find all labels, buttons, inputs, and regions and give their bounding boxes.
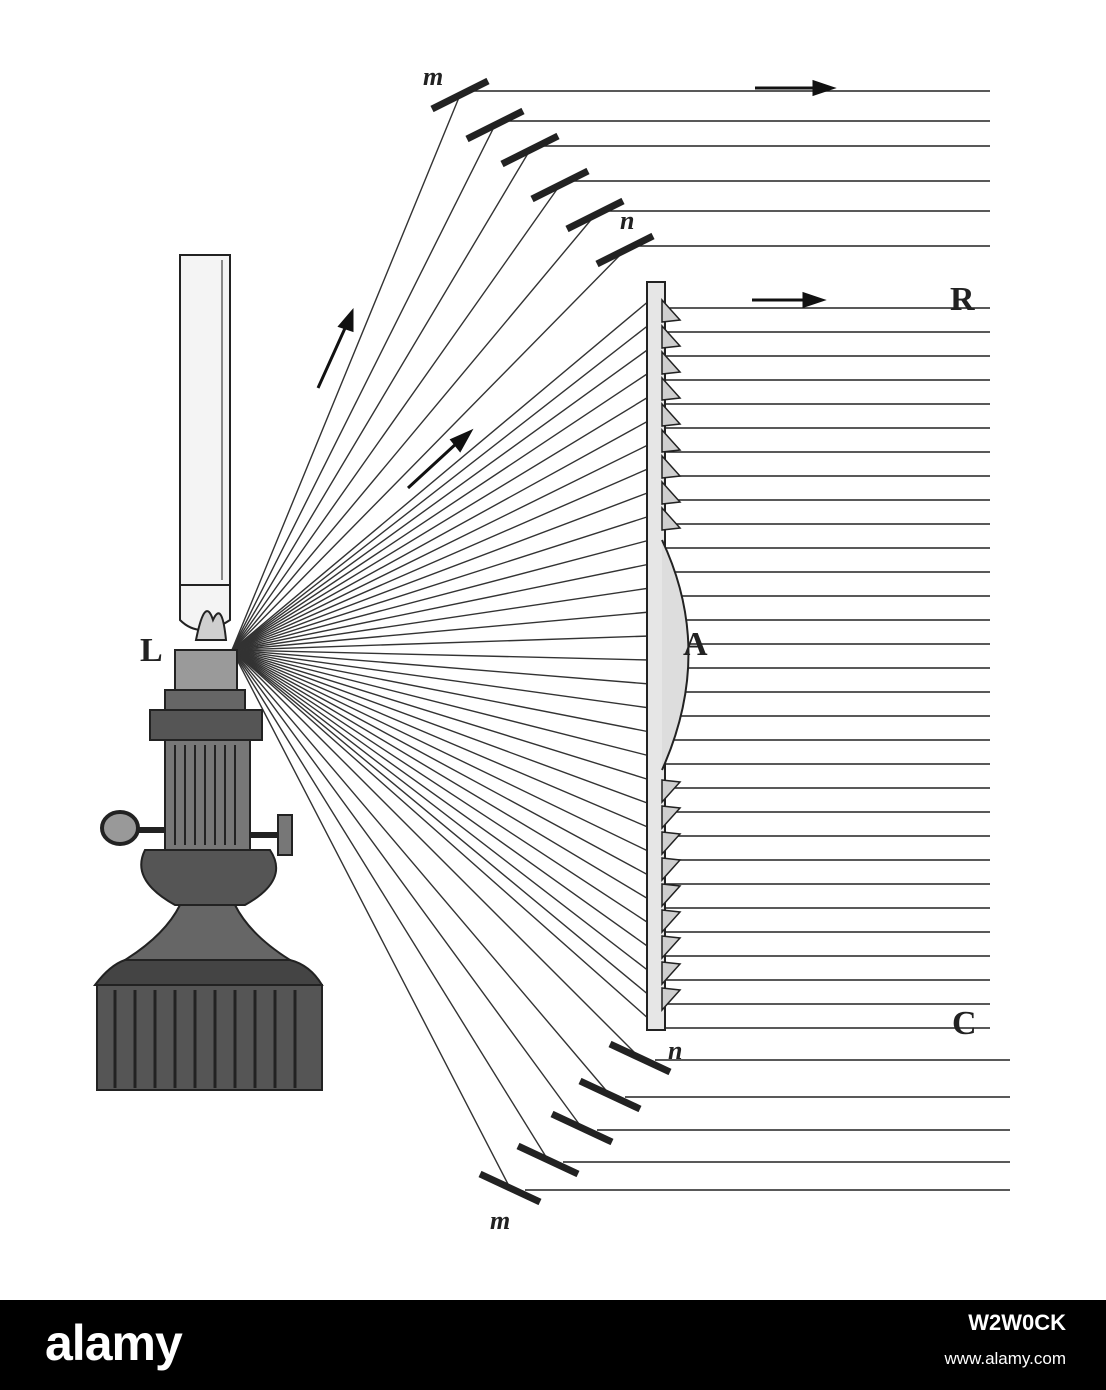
- prism-ring: [661, 831, 682, 856]
- site-url: www.alamy.com: [944, 1349, 1066, 1368]
- mirror-top: [565, 197, 625, 233]
- prism-ring: [661, 298, 682, 323]
- label-right-top: R: [950, 281, 975, 318]
- prism-ring: [661, 935, 682, 960]
- ray-to-lens: [231, 649, 651, 973]
- prism-ring: [661, 883, 682, 908]
- lens-prisms: [661, 298, 682, 1012]
- ray-to-mirror-bottom: [231, 649, 611, 1096]
- mirror-top: [430, 77, 490, 113]
- mirror-top: [500, 132, 560, 168]
- ray-to-lens: [231, 299, 651, 651]
- prism-ring: [661, 324, 682, 349]
- fresnel-lens: [646, 281, 690, 1031]
- ray-to-lens: [231, 649, 651, 781]
- prism-ring: [661, 961, 682, 986]
- label-mirror-top-inner: n: [620, 206, 635, 235]
- ray-to-lens: [231, 563, 651, 651]
- mirror-bottom: [478, 1170, 542, 1206]
- ray-to-mirror-top: [231, 149, 531, 651]
- direction-arrows: [316, 79, 837, 490]
- prism-ring: [661, 428, 682, 453]
- label-mirror-bottom: m: [490, 1206, 511, 1235]
- prism-ring: [661, 779, 682, 804]
- ray-to-mirror-top: [231, 249, 626, 651]
- ray-to-lens: [231, 443, 651, 651]
- ray-to-mirror-top: [231, 94, 461, 651]
- label-mirror-top: m: [423, 62, 444, 91]
- ray-to-lens: [231, 515, 651, 651]
- parallel-output-rays: [470, 90, 1010, 1191]
- label-mirror-bottom-inner: n: [668, 1036, 683, 1065]
- mirror-bottom: [516, 1142, 580, 1178]
- mirror-bottom: [550, 1110, 614, 1146]
- ray-to-mirror-top: [231, 184, 561, 651]
- ray-to-lens: [231, 419, 651, 651]
- prism-ring: [661, 909, 682, 934]
- diagram-canvas: [92, 77, 1010, 1206]
- ray-to-mirror-top: [231, 124, 496, 651]
- image-id: W2W0CK: [968, 1310, 1066, 1335]
- prism-ring: [661, 805, 682, 830]
- ray-to-lens: [231, 539, 651, 651]
- mirror-top: [465, 107, 525, 143]
- ray-to-lens: [231, 649, 651, 1021]
- ray-to-lens: [231, 323, 651, 651]
- prism-ring: [661, 506, 682, 531]
- ray-to-lens: [231, 491, 651, 651]
- ray-to-lens: [231, 587, 651, 651]
- prism-ring: [661, 402, 682, 427]
- ray-to-lens: [231, 649, 651, 877]
- ray-to-lens: [231, 649, 651, 853]
- mirror-bottom: [578, 1077, 642, 1113]
- ray-to-lens: [231, 649, 651, 949]
- ray-to-mirror-bottom: [231, 649, 549, 1161]
- ray-to-lens: [231, 649, 651, 661]
- ray-to-lens: [231, 649, 651, 733]
- prism-ring: [661, 454, 682, 479]
- prism-ring: [661, 987, 682, 1012]
- lighthouse-lens-illustration: L A R C m n n m: [92, 62, 1010, 1235]
- reflector-mirrors: [430, 77, 672, 1206]
- brand-logo: alamy: [45, 1315, 183, 1371]
- ray-to-lens: [231, 649, 651, 997]
- ray-to-lens: [231, 649, 651, 829]
- label-right-bottom: C: [952, 1005, 977, 1042]
- ray-to-lens: [231, 371, 651, 651]
- label-lamp: L: [140, 632, 163, 669]
- ray-to-lens: [231, 347, 651, 651]
- ray-to-mirror-top: [231, 214, 596, 651]
- prism-ring: [661, 857, 682, 882]
- ray-to-lens: [231, 635, 651, 651]
- watermark-footer: alamy W2W0CK www.alamy.com: [0, 1300, 1106, 1390]
- ray-to-mirror-bottom: [231, 649, 511, 1189]
- light-rays: [231, 94, 651, 1189]
- label-lens-center: A: [683, 626, 708, 663]
- ray-to-lens: [231, 467, 651, 651]
- ray-to-mirror-bottom: [231, 649, 641, 1059]
- lamp: [92, 254, 324, 1091]
- ray-to-lens: [231, 649, 651, 805]
- ray-to-lens: [231, 649, 651, 685]
- ray-to-lens: [231, 649, 651, 925]
- ray-to-lens: [231, 395, 651, 651]
- mirror-bottom: [608, 1040, 672, 1076]
- prism-ring: [661, 480, 682, 505]
- prism-ring: [661, 376, 682, 401]
- ray-to-lens: [231, 611, 651, 651]
- ray-to-mirror-bottom: [231, 649, 583, 1129]
- ray-to-lens: [231, 649, 651, 901]
- ray-to-lens: [231, 649, 651, 709]
- prism-ring: [661, 350, 682, 375]
- mirror-top: [595, 232, 655, 268]
- mirror-top: [530, 167, 590, 203]
- ray-to-lens: [231, 649, 651, 757]
